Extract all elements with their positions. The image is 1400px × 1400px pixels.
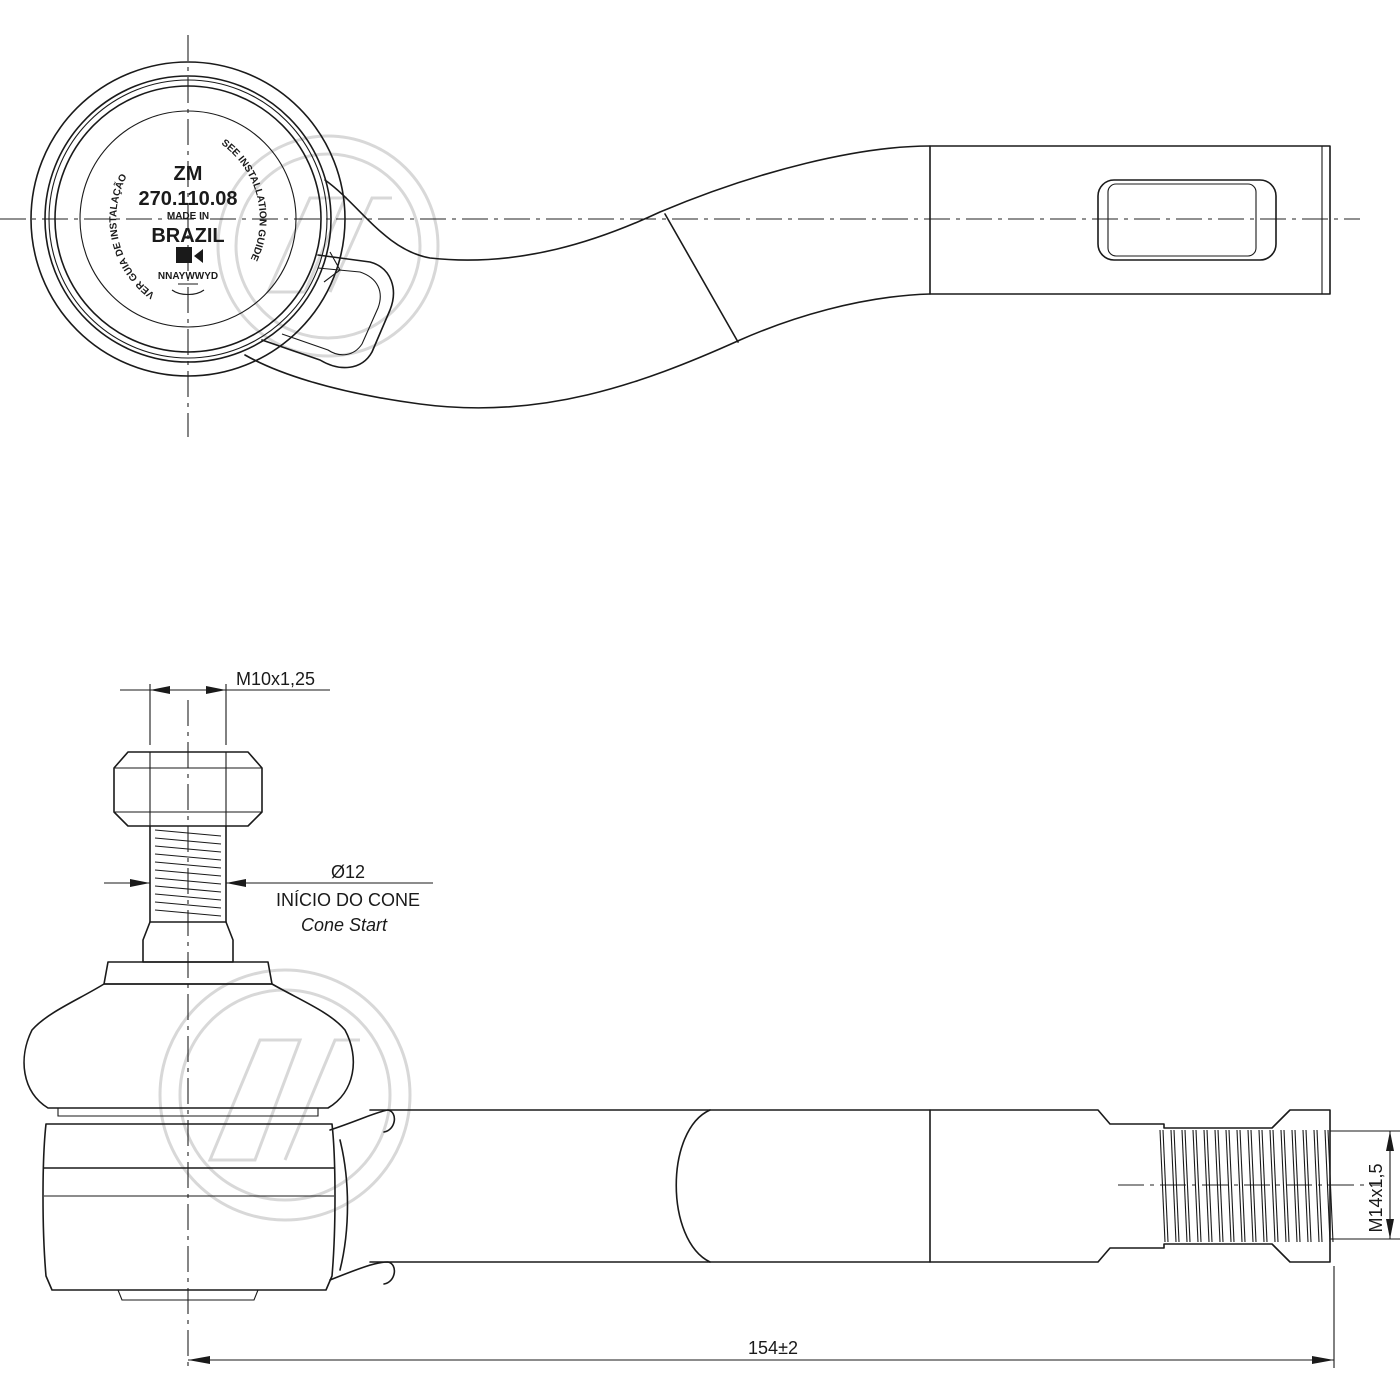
rod-thread-line [1228, 1129, 1235, 1243]
rod-thread-line [1294, 1129, 1301, 1243]
rod-thread-line [1192, 1129, 1199, 1243]
dim-overall-length-label: 154±2 [748, 1338, 798, 1358]
dust-boot [23, 961, 355, 1117]
dim-rod-thread-label: M14x1,5 [1366, 1163, 1386, 1232]
rod-thread-line [1313, 1129, 1320, 1243]
rod-thread-line [1305, 1129, 1312, 1243]
rod-thread-line [1181, 1129, 1188, 1243]
arm-transition-line [664, 213, 739, 343]
stud-thread [149, 825, 227, 923]
rod-slot-inner [1107, 183, 1257, 257]
rod-thread-line [1173, 1129, 1180, 1243]
rod-thread-line [1283, 1129, 1290, 1243]
tie-rod-shaft [369, 1109, 1331, 1263]
ball-housing-side [42, 1123, 336, 1301]
signature-mark [171, 283, 205, 296]
rod-thread-line [1291, 1129, 1298, 1243]
rod-thread-line [1214, 1129, 1221, 1243]
side-view: M10x1,25 Ø12 INÍCIO DO CONE Cone Start M… [23, 669, 1400, 1372]
rod-thread-line [1261, 1129, 1268, 1243]
rod-thread-line [1184, 1129, 1191, 1243]
top-view: ZM 270.110.08 MADE IN BRAZIL NNAYWWYD VE… [0, 35, 1360, 437]
dim-cone-start-pt: INÍCIO DO CONE [276, 890, 420, 910]
rod-slot-outer [1097, 179, 1277, 261]
rod-thread-line [1324, 1129, 1331, 1243]
rod-thread-line [1159, 1129, 1166, 1243]
dim-overall-length: 154±2 [188, 1266, 1335, 1368]
stamp-text-group: ZM 270.110.08 MADE IN BRAZIL NNAYWWYD [139, 163, 238, 296]
dim-cone-diameter: Ø12 INÍCIO DO CONE Cone Start [104, 862, 433, 935]
dim-rod-thread: M14x1,5 [1330, 1130, 1400, 1240]
dim-stud-thread: M10x1,25 [120, 669, 330, 745]
rod-thread-line [1206, 1129, 1213, 1243]
rod-thread-line [1217, 1129, 1224, 1243]
rod-thread-line [1239, 1129, 1246, 1243]
rod-thread-line [1327, 1129, 1334, 1243]
rod-thread-line [1280, 1129, 1287, 1243]
dim-cone-diameter-label: Ø12 [331, 862, 365, 882]
rod-thread-line [1247, 1129, 1254, 1243]
rod-thread-line [1316, 1129, 1323, 1243]
castle-nut [113, 751, 263, 827]
install-direction-icon [176, 247, 203, 263]
stamp-made-in: MADE IN [167, 211, 209, 222]
rod-thread-line [1195, 1129, 1202, 1243]
rod-thread [1159, 1129, 1334, 1243]
rod-thread-line [1272, 1129, 1279, 1243]
rod-thread-line [1258, 1129, 1265, 1243]
rod-thread-line [1162, 1129, 1169, 1243]
rod-thread-line [1170, 1129, 1177, 1243]
rod-thread-line [1269, 1129, 1276, 1243]
dim-stud-thread-label: M10x1,25 [236, 669, 315, 689]
rod-thread-line [1250, 1129, 1257, 1243]
ball-housing-circles [30, 61, 346, 377]
rod-thread-line [1302, 1129, 1309, 1243]
stamp-part-number: 270.110.08 [139, 188, 238, 210]
watermark-logo-bottom [158, 968, 412, 1222]
rod-thread-line [1236, 1129, 1243, 1243]
boot-clip-side [329, 1109, 396, 1285]
rod-thread-line [1203, 1129, 1210, 1243]
stamp-brand: ZM [174, 163, 203, 185]
dim-cone-start-en: Cone Start [301, 915, 388, 935]
boot-clip-loop [261, 254, 395, 369]
rod-thread-line [1225, 1129, 1232, 1243]
stamp-country: BRAZIL [151, 225, 224, 247]
tie-rod-arm-outline [244, 145, 1331, 409]
stamp-date-code: NNAYWWYD [158, 271, 218, 282]
